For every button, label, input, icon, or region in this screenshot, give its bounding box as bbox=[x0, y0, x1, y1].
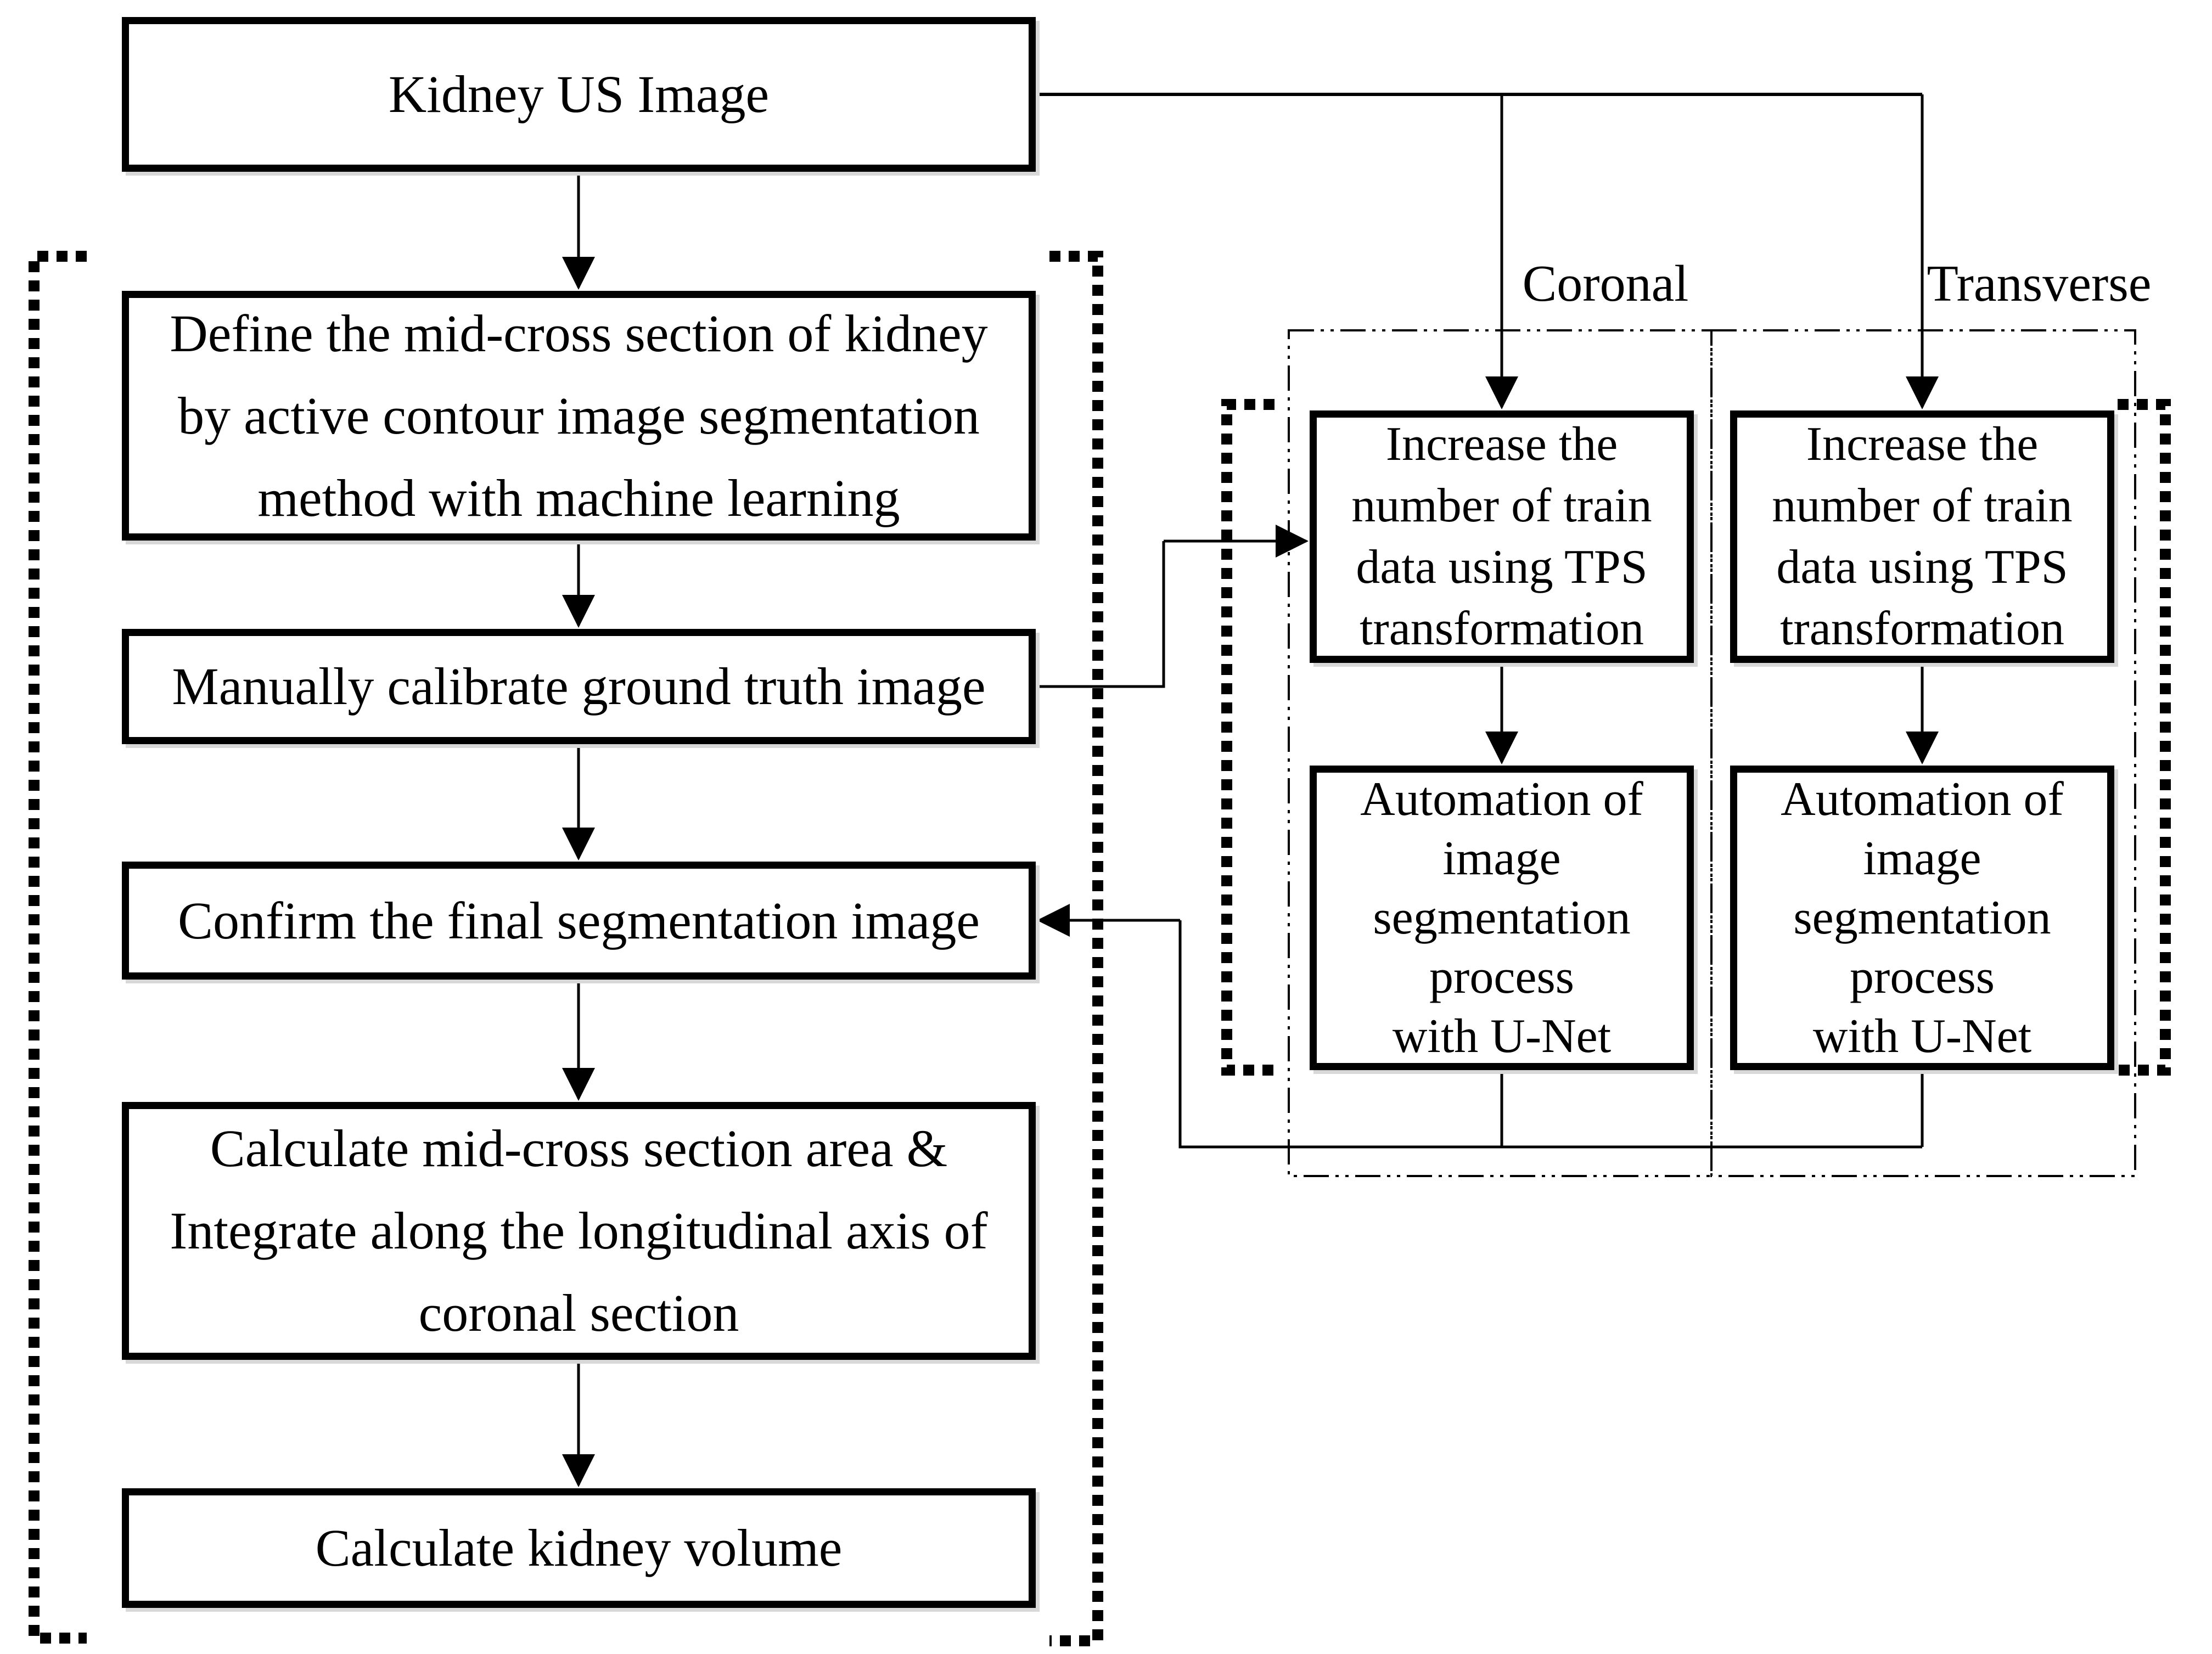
augmentation-open-bracket bbox=[1221, 399, 1275, 1076]
node-calculate-kidney-volume: Calculate kidney volume bbox=[122, 1488, 1036, 1608]
line-calibrate-elbow bbox=[1036, 541, 1165, 688]
line-feedback-elbow bbox=[1178, 920, 1922, 1149]
node-tps-coronal: Increase the number of train data using … bbox=[1310, 410, 1694, 663]
left-pipeline-open-bracket bbox=[29, 251, 87, 1644]
left-pipeline-close-bracket bbox=[1049, 251, 1103, 1646]
node-unet-coronal: Automation of image segmentation process… bbox=[1310, 766, 1694, 1070]
node-unet-transverse: Automation of image segmentation process… bbox=[1730, 766, 2114, 1070]
coronal-section-label: Coronal bbox=[1522, 255, 1689, 312]
node-tps-transverse: Increase the number of train data using … bbox=[1730, 410, 2114, 663]
node-kidney-us-image: Kidney US Image bbox=[122, 17, 1036, 172]
transverse-section-label: Transverse bbox=[1927, 255, 2152, 312]
node-calculate-mid-cross-area: Calculate mid-cross section area & Integ… bbox=[122, 1102, 1036, 1360]
augmentation-close-bracket bbox=[2118, 399, 2171, 1076]
node-confirm-final-segmentation: Confirm the final segmentation image bbox=[122, 862, 1036, 980]
transverse-section-border bbox=[1710, 329, 2136, 1177]
node-manually-calibrate: Manually calibrate ground truth image bbox=[122, 629, 1036, 744]
node-define-mid-cross-section: Define the mid-cross section of kidney b… bbox=[122, 291, 1036, 541]
